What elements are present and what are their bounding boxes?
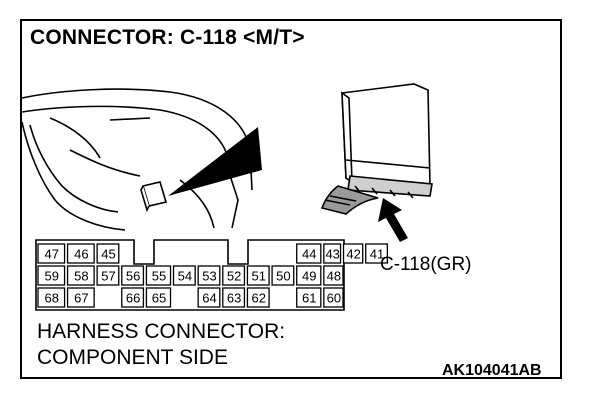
pin-number: 59 [45, 269, 59, 284]
pin-number: 41 [370, 247, 384, 262]
pin-cell [296, 243, 322, 264]
pin-cell [246, 265, 270, 286]
pin-number: 51 [252, 269, 266, 284]
pin-cell [296, 265, 322, 286]
pin-cell [37, 243, 66, 264]
pin-number: 61 [302, 291, 316, 306]
pin-cell [66, 265, 95, 286]
pin-cell [323, 265, 344, 286]
side-text-line-2: COMPONENT SIDE [37, 346, 228, 369]
pin-number: 44 [302, 247, 316, 262]
pin-cell [121, 265, 145, 286]
pin-cell [296, 287, 322, 308]
pin-cell [96, 265, 120, 286]
pin-cell [66, 243, 95, 264]
ecu-small-box [140, 181, 168, 213]
zoom-wedge [168, 127, 262, 196]
pin-number: 56 [126, 269, 140, 284]
pin-number: 46 [74, 247, 88, 262]
pin-number: 68 [45, 291, 59, 306]
pin-cell [37, 287, 66, 308]
pin-number: 63 [227, 291, 241, 306]
side-text-line-1: HARNESS CONNECTOR: [37, 320, 286, 343]
pin-cell [342, 243, 364, 264]
pin-number: 45 [101, 247, 115, 262]
pin-cell [365, 243, 389, 264]
pin-number: 62 [252, 291, 266, 306]
pin-cell [37, 265, 66, 286]
pin-number: 50 [276, 269, 290, 284]
pin-number: 60 [327, 291, 341, 306]
pin-number: 48 [327, 269, 341, 284]
connector-label: C-118(GR) [380, 254, 472, 275]
pin-cell [271, 265, 295, 286]
connector-face: 47 46 45 44 43 42 41 59 58 57 56 55 54 53 52 51 50 49 48 68… [35, 239, 389, 311]
pin-cell [96, 243, 120, 264]
pin-number: 49 [302, 269, 316, 284]
pin-cell [145, 265, 172, 286]
page-title: CONNECTOR: C-118 <M/T> [30, 26, 305, 49]
connector-outline [35, 239, 345, 311]
pin-number: 47 [45, 247, 59, 262]
pin-number: 64 [202, 291, 216, 306]
diagram-frame [20, 19, 562, 379]
pin-number: 58 [74, 269, 88, 284]
pin-cell [246, 287, 270, 308]
pin-cell [172, 265, 196, 286]
pin-cell [323, 287, 344, 308]
pin-number: 42 [346, 247, 360, 262]
pin-cell [323, 243, 342, 264]
pin-cell [145, 287, 172, 308]
pin-number: 52 [227, 269, 241, 284]
pointing-arrow [378, 198, 408, 242]
pin-number: 54 [178, 269, 192, 284]
pin-cell [222, 287, 246, 308]
pin-number: 57 [101, 269, 115, 284]
pin-number: 67 [74, 291, 88, 306]
pin-cell [222, 265, 246, 286]
pin-cell [66, 287, 95, 308]
pin-number: 53 [202, 269, 216, 284]
pin-cell [197, 265, 221, 286]
pin-number: 43 [325, 247, 339, 262]
pin-cell [121, 287, 145, 308]
pin-number: 66 [126, 291, 140, 306]
pin-number: 65 [152, 291, 166, 306]
pin-cell [197, 287, 221, 308]
figure-code: AK104041AB [442, 362, 542, 379]
ecu-module [320, 83, 433, 215]
dashboard-sketch [21, 88, 253, 231]
pin-number: 55 [152, 269, 166, 284]
